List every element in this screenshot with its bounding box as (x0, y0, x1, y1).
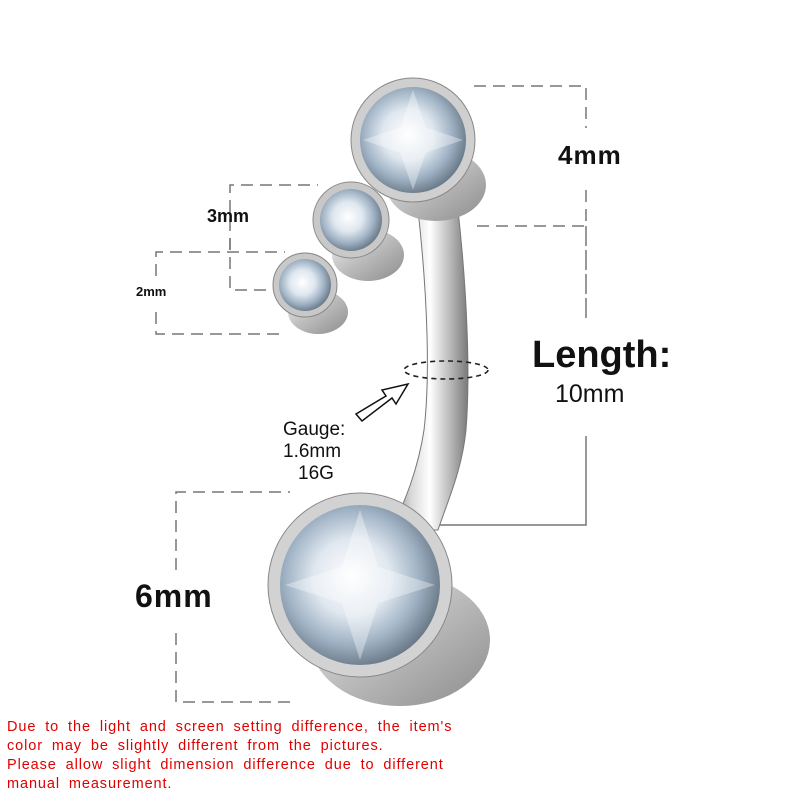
disclaimer-line: manual measurement. (7, 776, 173, 792)
gem-top-large (350, 77, 486, 221)
length-value: 10mm (555, 380, 625, 408)
gauge-g-value: 16G (298, 463, 334, 484)
gauge-mm-value: 1.6mm (283, 441, 342, 462)
disclaimer-line: Due to the light and screen setting diff… (7, 719, 453, 735)
gauge-arrow-icon (354, 382, 410, 423)
disclaimer-line: color may be slightly different from the… (7, 738, 384, 754)
length-label: Length: (532, 334, 672, 376)
bottom-gem-size-label: 6mm (135, 578, 213, 614)
top-gem-size-label: 4mm (558, 140, 622, 170)
gem-small (272, 252, 348, 334)
dimension-lines (155, 85, 587, 703)
middle-gem-size-label: 3mm (207, 206, 250, 226)
gem-bottom (267, 492, 490, 706)
gauge-ellipse (403, 360, 489, 380)
disclaimer-note: Due to the light and screen setting diff… (7, 718, 452, 794)
gauge-label: Gauge: (283, 419, 346, 440)
gem-middle (312, 181, 404, 281)
disclaimer-line: Please allow slight dimension difference… (7, 757, 444, 773)
small-gem-size-label: 2mm (136, 284, 167, 299)
curved-bar (391, 209, 469, 531)
